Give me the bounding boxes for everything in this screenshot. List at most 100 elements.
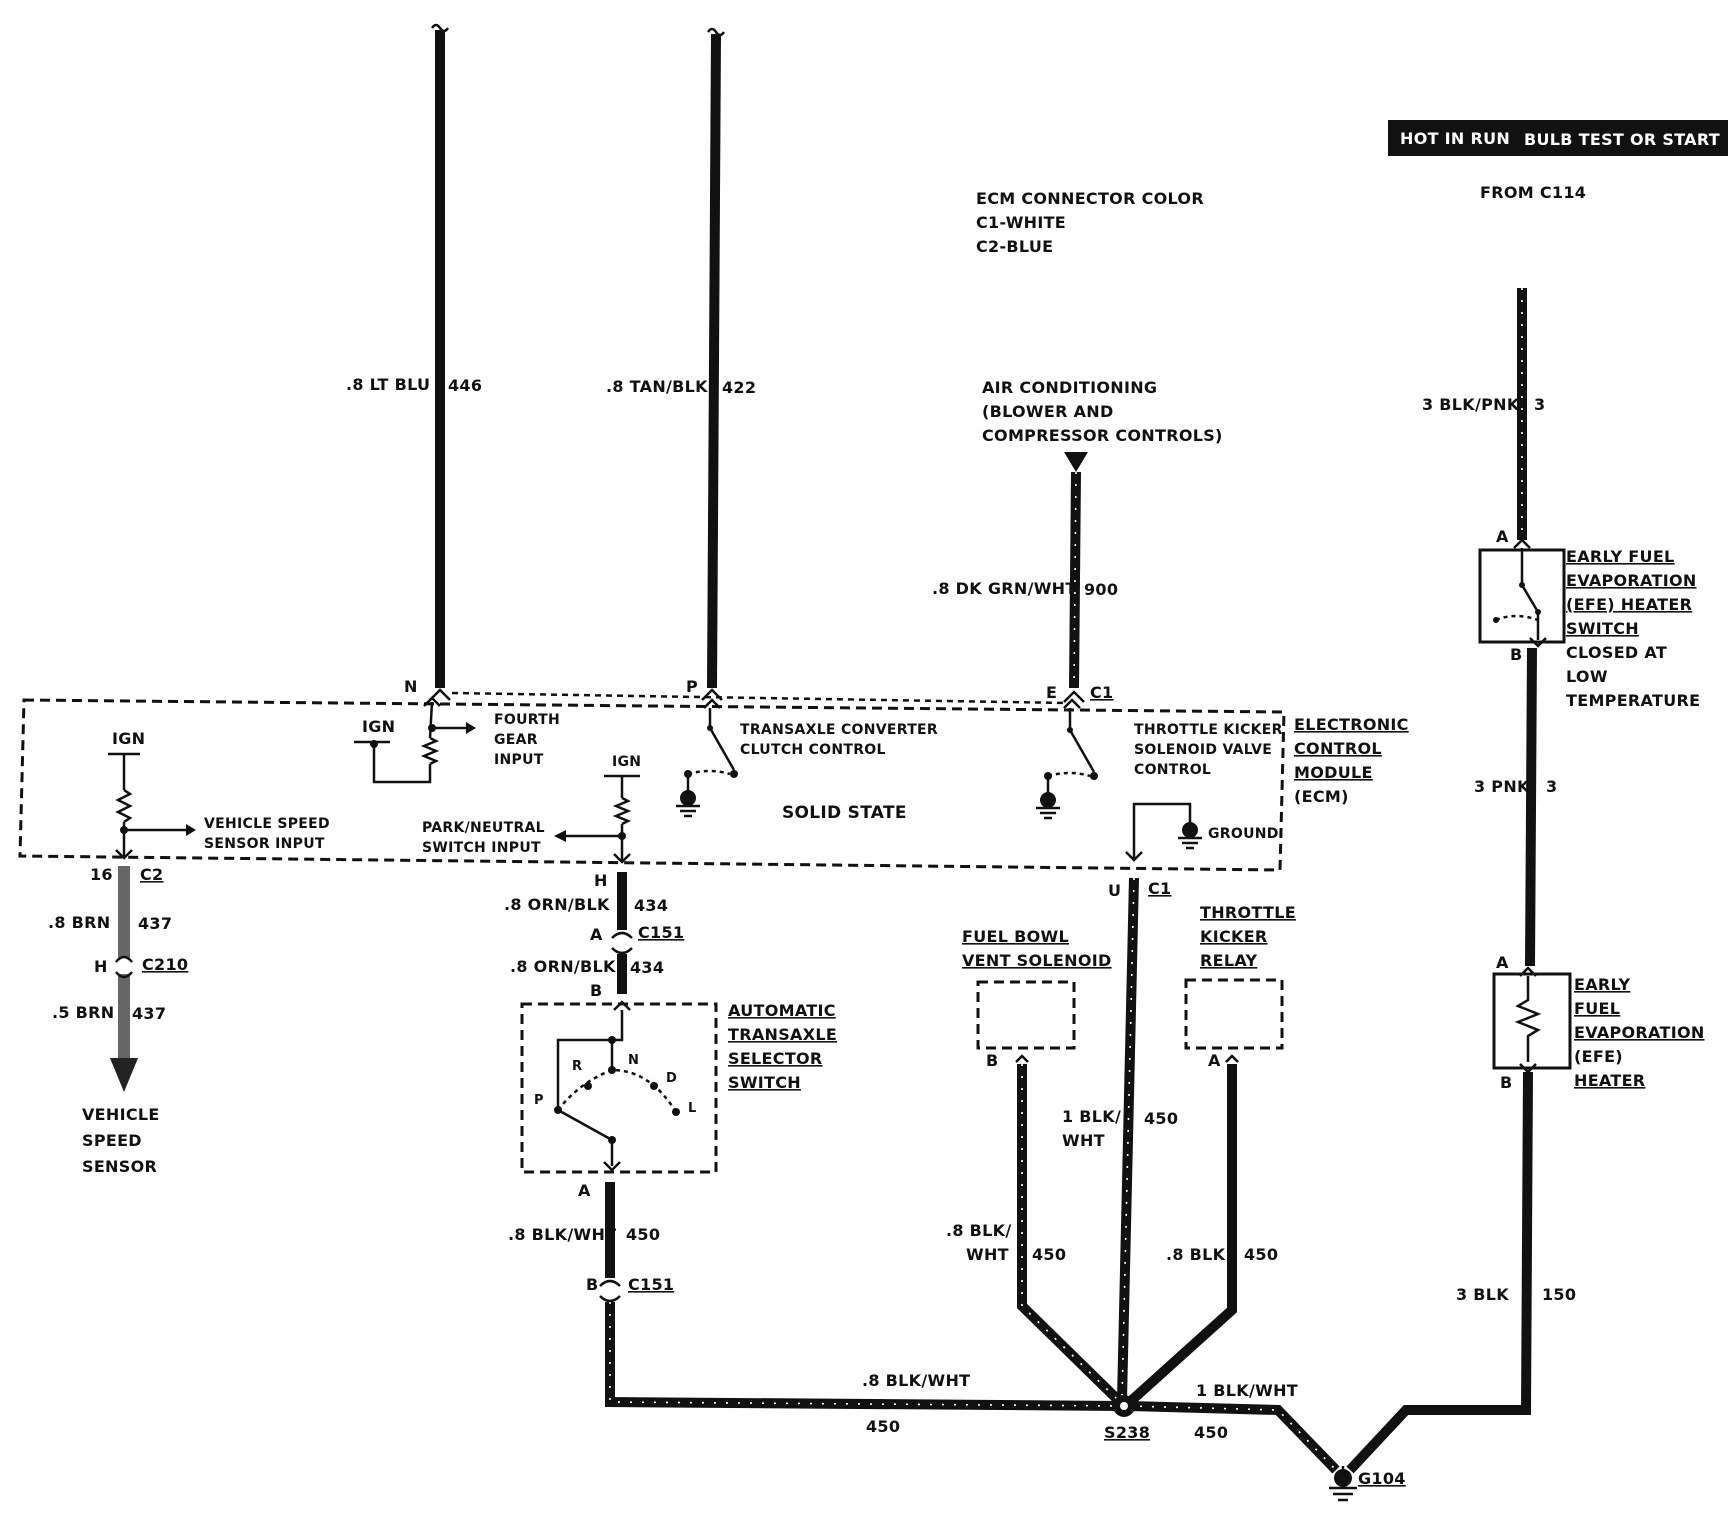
throttle-kicker-line: SOLENOID VALVE — [1134, 742, 1272, 758]
selector-switch-label: AUTOMATIC TRANSAXLE SELECTOR SWITCH — [728, 1001, 837, 1092]
connector-label: C210 — [142, 955, 188, 974]
heater-element-icon — [1514, 976, 1542, 1062]
pin-label: 16 — [90, 865, 113, 884]
selector-label-line: TRANSAXLE — [728, 1025, 837, 1044]
bulb-test-label: BULB TEST OR START — [1524, 130, 1720, 149]
throttle-kicker-line: THROTTLE KICKER — [1134, 722, 1283, 738]
circuit-number: 900 — [1084, 580, 1118, 599]
circuit-number: 3 — [1534, 395, 1545, 414]
connector-icon — [429, 688, 451, 701]
pin-label: B — [1500, 1073, 1513, 1092]
wire-color-label: .5 BRN — [52, 1003, 115, 1022]
gear-label: L — [688, 1101, 697, 1116]
pin-label: U — [1108, 881, 1121, 900]
efe-switch-line: TEMPERATURE — [1566, 691, 1700, 710]
circuit-number: 434 — [630, 958, 664, 977]
efe-heater-line: EVAPORATION — [1574, 1023, 1705, 1042]
connector-label: C151 — [638, 923, 684, 942]
pin-label: B — [586, 1275, 599, 1294]
ecm-ground-wire: U C1 1 BLK/ WHT 450 — [1062, 877, 1178, 1401]
resistor-icon — [420, 736, 440, 766]
efe-heater-line: EARLY — [1574, 975, 1631, 994]
circuit-number: 434 — [634, 896, 668, 915]
pin-label: A — [1496, 527, 1509, 546]
wire-color-label: .8 DK GRN/WHT — [932, 579, 1077, 598]
efe-circuit: 3 BLK/PNK 3 A B EARLY FUEL EVAPORATION (… — [1346, 288, 1705, 1474]
selector-label-line: AUTOMATIC — [728, 1001, 836, 1020]
pin-label: B — [1510, 645, 1523, 664]
wire-color-label: 3 PNK — [1474, 777, 1530, 796]
circuit-number: 446 — [448, 376, 482, 395]
hot-in-run-label: HOT IN RUN — [1400, 129, 1510, 148]
fuel-bowl-vent-solenoid: FUEL BOWL VENT SOLENOID B .8 BLK/ WHT 45… — [946, 927, 1122, 1404]
wire-446: .8 LT BLU 446 N — [346, 23, 482, 696]
vehicle-speed-sensor-circuit: 16 C2 .8 BRN 437 H C210 .5 BRN 437 VEHIC… — [48, 865, 188, 1176]
efe-switch-line: EARLY FUEL — [1566, 547, 1675, 566]
wire-color-label: .8 LT BLU — [346, 375, 430, 394]
ac-label-line: COMPRESSOR CONTROLS) — [982, 426, 1223, 445]
connector-icon — [1063, 690, 1085, 703]
solid-state-label: SOLID STATE — [782, 803, 907, 823]
wire-color-label: .8 ORN/BLK — [504, 895, 610, 914]
ign-label: IGN — [362, 717, 395, 736]
ac-label-line: AIR CONDITIONING — [982, 378, 1157, 397]
park-neutral-line: PARK/NEUTRAL — [422, 820, 545, 836]
efe-switch-line: SWITCH — [1566, 619, 1639, 638]
resistor-icon — [115, 788, 133, 824]
vss-input-line: VEHICLE SPEED — [204, 816, 330, 832]
ground-g104: G104 — [1329, 1466, 1406, 1502]
connector-label: C151 — [628, 1275, 674, 1294]
arrow-down-icon — [1064, 452, 1088, 472]
ground-label: G104 — [1358, 1469, 1406, 1488]
throttle-kicker-relay: THROTTLE KICKER RELAY A .8 BLK 450 — [1128, 903, 1296, 1404]
fuel-bowl-label-line: VENT SOLENOID — [962, 951, 1112, 970]
circuit-number: 450 — [1194, 1423, 1228, 1442]
circuit-number: 437 — [132, 1004, 166, 1023]
gear-label: N — [628, 1053, 639, 1068]
ecm-connector-note: ECM CONNECTOR COLOR C1-WHITE C2-BLUE — [976, 189, 1204, 256]
wire-color-label: 1 BLK/ — [1062, 1107, 1121, 1126]
ecm-label-line: MODULE — [1294, 763, 1373, 782]
wire-color-label: .8 BLK/ — [946, 1221, 1012, 1240]
ac-controls: AIR CONDITIONING (BLOWER AND COMPRESSOR … — [932, 378, 1223, 702]
wire-color-label: 3 BLK — [1456, 1285, 1509, 1304]
circuit-number: 150 — [1542, 1285, 1576, 1304]
selector-circuit: H .8 ORN/BLK 434 A C151 .8 ORN/BLK 434 B… — [504, 871, 1123, 1436]
gear-label: D — [666, 1071, 677, 1086]
circuit-number: 3 — [1546, 777, 1557, 796]
ecm-label-line: CONTROL — [1294, 739, 1382, 758]
fourth-gear-line: INPUT — [494, 752, 544, 768]
connector-label: C1 — [1090, 683, 1113, 702]
efe-heater-line: (EFE) — [1574, 1047, 1623, 1066]
from-connector-label: FROM C114 — [1480, 183, 1586, 202]
ecm-label-line: (ECM) — [1294, 787, 1349, 806]
arrow-right-icon — [466, 722, 476, 734]
circuit-number: 450 — [1244, 1245, 1278, 1264]
vss-input-line: SENSOR INPUT — [204, 836, 325, 852]
pin-label: A — [590, 925, 603, 944]
efe-heater-line: FUEL — [1574, 999, 1620, 1018]
efe-switch-line: LOW — [1566, 667, 1608, 686]
pin-label: N — [404, 677, 418, 696]
circuit-number: 437 — [138, 914, 172, 933]
arrow-down-icon — [110, 1058, 138, 1092]
pin-label: B — [590, 981, 603, 1000]
circuit-number: 450 — [1144, 1109, 1178, 1128]
ecm-module: ELECTRONIC CONTROL MODULE (ECM) SOLID ST… — [18, 696, 1409, 872]
park-neutral-line: SWITCH INPUT — [422, 840, 541, 856]
connector-label: C2 — [140, 865, 163, 884]
ecm-label-line: ELECTRONIC — [1294, 715, 1409, 734]
pin-label: A — [578, 1181, 591, 1200]
circuit-number: 450 — [1032, 1245, 1066, 1264]
tk-relay-label-line: THROTTLE — [1200, 903, 1296, 922]
circuit-number: 450 — [626, 1225, 660, 1244]
connector-label: C1 — [1148, 879, 1171, 898]
wire-color-label: WHT — [1062, 1131, 1105, 1150]
ign-label: IGN — [112, 729, 145, 748]
note-line: ECM CONNECTOR COLOR — [976, 189, 1204, 208]
note-line: C1-WHITE — [976, 213, 1066, 232]
throttle-kicker-line: CONTROL — [1134, 762, 1211, 778]
ign-label: IGN — [612, 754, 641, 770]
efe-heater-line: HEATER — [1574, 1071, 1645, 1090]
wire-color-label: .8 BLK/WHT — [508, 1225, 616, 1244]
